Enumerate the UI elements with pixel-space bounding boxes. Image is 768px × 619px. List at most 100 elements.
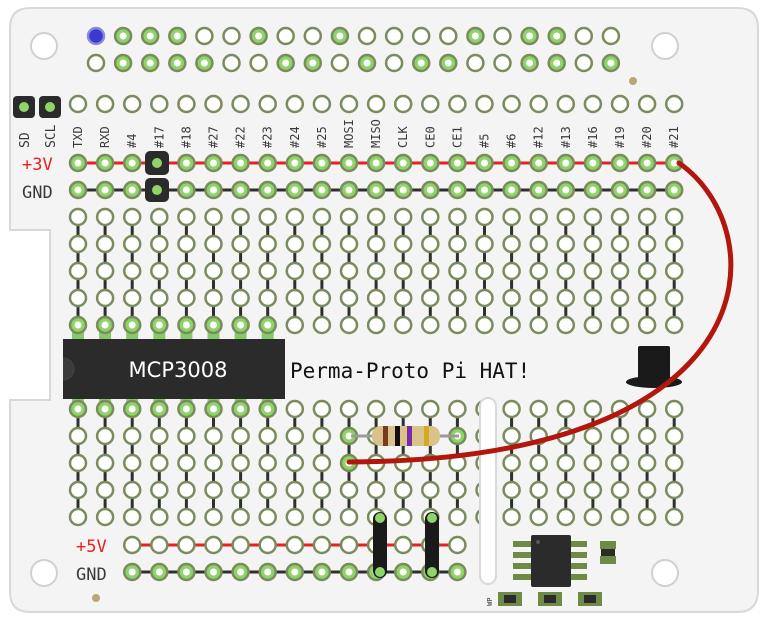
pad [285,399,305,419]
pad [285,535,305,555]
gpio-label: #5 [478,134,492,148]
pad [583,426,603,446]
pad [285,207,305,227]
pad [574,53,594,73]
pad [177,453,196,473]
pad [637,94,657,114]
pad [68,480,88,500]
smd-pad [513,541,531,547]
pad [366,480,386,500]
pad-hole [318,568,326,576]
pad [529,288,548,308]
pad [637,507,657,527]
pad-hole [535,159,543,167]
pad-hole [453,159,461,167]
pad [448,480,467,500]
board-slot [479,397,497,585]
eeprom-chip [531,535,571,587]
pad-hole [363,59,371,67]
pad [95,234,115,254]
pad [122,94,142,114]
pad [393,480,413,500]
pad [258,94,277,114]
pad [448,288,467,308]
pad-hole [345,159,353,167]
pad [421,94,440,114]
rail-label-gnd-bottom: GND [76,565,107,585]
pad [95,207,115,227]
pad-hole [282,59,290,67]
pad-hole [155,405,163,413]
pad [312,507,332,527]
pad [448,399,467,419]
pad [421,399,440,419]
pad [583,480,603,500]
pad [339,480,359,500]
i2c-label-scl: SCL [44,124,59,148]
pad-hole [553,59,561,67]
smd-pad [504,595,516,603]
pad-hole [345,432,353,440]
pad [150,207,169,227]
pad [285,507,305,527]
pad [610,94,630,114]
pad [411,26,431,46]
pad-hole [210,159,217,167]
pad [637,288,657,308]
pad [177,288,196,308]
pad [421,261,440,281]
pad-hole [101,321,109,329]
pad [122,535,142,555]
resistor-band [395,426,400,446]
rail-label-3v: +3V [22,155,53,175]
pad-hole [526,32,534,40]
gpio-label: #6 [505,134,519,148]
pad-hole [45,102,55,112]
pad [393,94,413,114]
pad [610,261,630,281]
smd-pad [600,556,616,564]
pad-hole [372,186,380,194]
pad [421,480,440,500]
gpio-label: #23 [261,126,275,148]
pad-hole [318,159,326,167]
pad [231,207,250,227]
i2c-header [13,96,61,118]
pad [258,426,277,446]
pad-hole [670,186,678,194]
pad [366,261,386,281]
pad-hole [210,186,217,194]
pad [529,261,548,281]
pad [312,315,332,335]
pad [122,453,142,473]
pad [610,507,630,527]
pad [664,480,684,500]
pad-hole [526,59,534,67]
pad [150,288,169,308]
pad [95,261,115,281]
pad [177,261,196,281]
pad [393,234,413,254]
pad [68,426,88,446]
pad [339,207,359,227]
pad [204,480,223,500]
pad [222,26,241,46]
pad [610,426,630,446]
pad-hole [427,513,437,523]
gpio-label: RXD [98,126,112,148]
pad-hole [74,159,82,167]
resistor-band [424,426,429,446]
pad [258,234,277,254]
pad-hole [444,59,452,67]
rail-label-gnd-top: GND [22,183,53,203]
pad-hole [589,159,597,167]
pad [357,26,377,46]
pad [493,53,512,73]
pad-hole [101,159,109,167]
pad [285,453,305,473]
chip-pin [180,331,193,341]
pad [122,507,142,527]
pad-hole [399,568,407,576]
pad [312,426,332,446]
pad [421,288,440,308]
